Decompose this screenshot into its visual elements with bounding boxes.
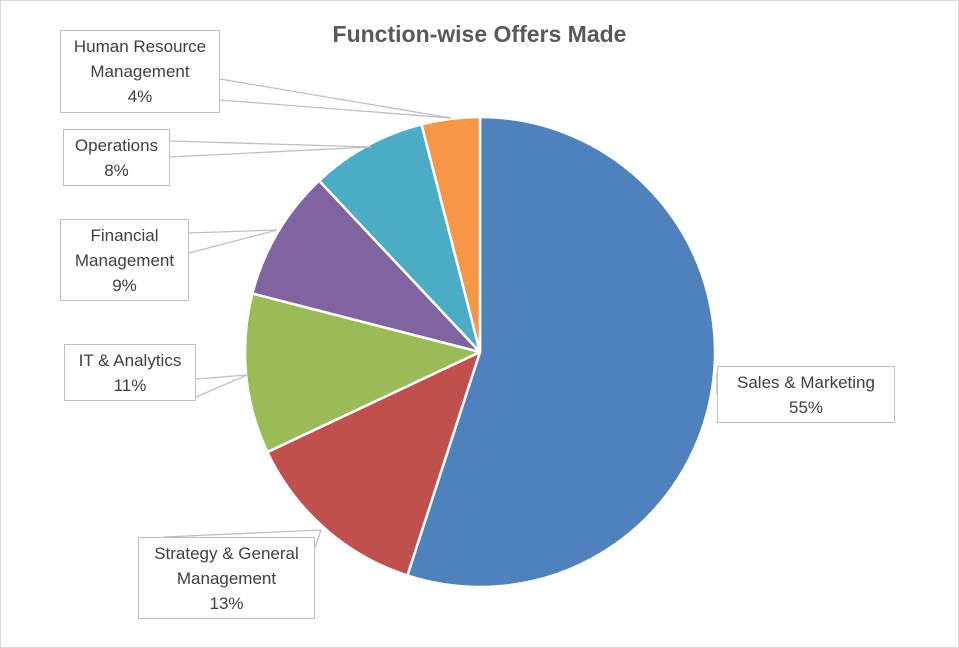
data-label-value: 8% xyxy=(104,160,129,180)
data-label-value: 9% xyxy=(112,275,137,295)
data-label-sales-marketing: Sales & Marketing 55% xyxy=(717,366,895,423)
data-label-it-analytics: IT & Analytics 11% xyxy=(64,344,196,401)
leader-line-it-analytics-lower xyxy=(195,374,248,398)
leader-line-operations xyxy=(169,140,372,148)
data-label-value: 4% xyxy=(127,87,153,106)
slice-it-analytics xyxy=(243,292,482,454)
data-label-operations: Operations 8% xyxy=(63,129,170,186)
data-label-value: 55% xyxy=(788,397,824,417)
chart-title: Function-wise Offers Made xyxy=(332,21,627,47)
data-label-value: 13% xyxy=(209,593,244,613)
slice-operations xyxy=(317,123,482,354)
leader-line-human-resource-lower xyxy=(219,99,452,119)
data-label-name: Operations xyxy=(74,135,159,155)
leader-line-human-resource xyxy=(219,78,452,119)
leader-line-strategy xyxy=(163,529,322,538)
slice-financial-management xyxy=(251,179,482,354)
leader-line-financial xyxy=(188,229,278,234)
leader-line-financial-lower xyxy=(188,229,278,254)
slice-strategy-general-management xyxy=(266,350,482,577)
slice-sales-marketing xyxy=(406,115,717,589)
slice-human-resource-management xyxy=(420,115,482,354)
leader-line-operations-lower xyxy=(169,146,372,158)
leader-line-strategy-right xyxy=(314,529,322,549)
data-label-name: IT & Analytics xyxy=(78,350,182,370)
data-label-value: 11% xyxy=(113,375,147,395)
leader-line-it-analytics xyxy=(195,374,248,380)
data-label-name: Sales & Marketing xyxy=(737,372,875,392)
